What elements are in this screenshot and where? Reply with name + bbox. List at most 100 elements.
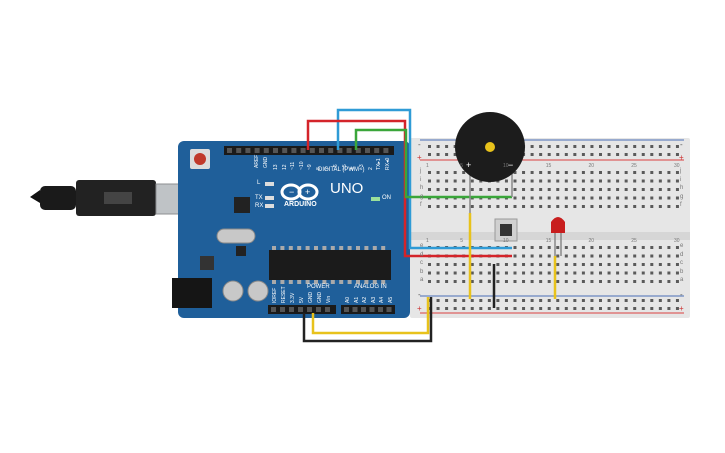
breadboard-hole[interactable] [599,254,602,258]
breadboard-hole[interactable] [607,271,611,275]
breadboard-hole[interactable] [547,196,551,200]
breadboard-hole[interactable] [530,205,534,208]
breadboard-hole[interactable] [616,171,620,174]
breadboard-hole[interactable] [590,263,594,266]
analog-pin[interactable] [386,307,392,312]
breadboard-hole[interactable] [513,263,517,266]
breadboard-hole[interactable] [581,205,585,208]
breadboard-hole[interactable] [556,254,560,258]
breadboard-hole[interactable] [539,246,543,249]
breadboard-hole[interactable] [667,263,671,266]
breadboard-hole[interactable] [658,188,662,191]
breadboard-hole[interactable] [522,254,526,258]
rail-hole[interactable] [470,299,474,302]
breadboard-hole[interactable] [487,271,491,275]
breadboard-hole[interactable] [599,196,602,200]
breadboard-hole[interactable] [675,246,679,249]
rail-hole[interactable] [513,307,517,310]
breadboard-hole[interactable] [675,263,679,266]
wire-black[interactable] [302,297,433,343]
header-pin[interactable] [346,148,352,153]
rail-hole[interactable] [522,307,526,310]
breadboard-hole[interactable] [428,280,431,283]
rail-hole[interactable] [487,299,491,302]
rail-hole[interactable] [624,153,628,156]
breadboard-hole[interactable] [547,179,551,183]
breadboard-hole[interactable] [522,171,526,174]
rail-hole[interactable] [590,145,594,148]
power-pin[interactable] [289,307,294,312]
breadboard-hole[interactable] [573,254,577,258]
breadboard-hole[interactable] [470,188,474,191]
breadboard-hole[interactable] [667,196,671,200]
rail-hole[interactable] [504,307,508,310]
rail-hole[interactable] [633,299,637,302]
rail-hole[interactable] [556,307,560,310]
breadboard-hole[interactable] [590,205,594,208]
breadboard-hole[interactable] [650,263,654,266]
breadboard-hole[interactable] [624,263,628,266]
breadboard-hole[interactable] [616,205,620,208]
breadboard-hole[interactable] [658,205,662,208]
rail-hole[interactable] [590,307,594,310]
breadboard-hole[interactable] [522,263,526,266]
breadboard-hole[interactable] [479,188,483,191]
rail-hole[interactable] [428,145,431,148]
rail-hole[interactable] [513,299,517,302]
rail-hole[interactable] [633,307,637,310]
breadboard-hole[interactable] [624,196,628,200]
rail-hole[interactable] [616,307,620,310]
breadboard-hole[interactable] [573,179,577,183]
rail-hole[interactable] [539,153,543,156]
breadboard-hole[interactable] [667,271,671,275]
power-pin[interactable] [298,307,303,312]
rail-hole[interactable] [436,145,440,148]
breadboard-hole[interactable] [436,263,440,266]
breadboard-hole[interactable] [607,254,611,258]
breadboard-hole[interactable] [436,280,440,283]
header-pin[interactable] [245,148,251,153]
breadboard-hole[interactable] [641,171,645,174]
rail-hole[interactable] [581,145,585,148]
breadboard-hole[interactable] [616,188,620,191]
breadboard-hole[interactable] [428,179,431,183]
breadboard-hole[interactable] [633,246,637,249]
breadboard-hole[interactable] [607,263,611,266]
breadboard-hole[interactable] [658,263,662,266]
breadboard-hole[interactable] [445,179,449,183]
breadboard-hole[interactable] [487,188,491,191]
breadboard-hole[interactable] [513,254,517,258]
breadboard-hole[interactable] [624,254,628,258]
rail-hole[interactable] [581,153,585,156]
breadboard-hole[interactable] [436,205,440,208]
power-pin[interactable] [325,307,330,312]
breadboard-hole[interactable] [599,188,602,191]
breadboard-hole[interactable] [522,205,526,208]
breadboard-hole[interactable] [590,196,594,200]
breadboard-hole[interactable] [616,280,620,283]
breadboard-hole[interactable] [513,188,517,191]
breadboard-hole[interactable] [675,271,679,275]
breadboard-hole[interactable] [436,179,440,183]
rail-hole[interactable] [616,145,620,148]
power-pin[interactable] [307,307,312,312]
breadboard-hole[interactable] [633,196,637,200]
breadboard-hole[interactable] [633,271,637,275]
breadboard-hole[interactable] [522,271,526,275]
rail-hole[interactable] [599,307,602,310]
breadboard-hole[interactable] [487,263,491,266]
breadboard-hole[interactable] [658,246,662,249]
breadboard-hole[interactable] [667,188,671,191]
breadboard-hole[interactable] [624,280,628,283]
rail-hole[interactable] [522,299,526,302]
breadboard-hole[interactable] [428,171,431,174]
breadboard-hole[interactable] [445,188,449,191]
breadboard-hole[interactable] [470,263,474,266]
breadboard-hole[interactable] [522,179,526,183]
breadboard-hole[interactable] [573,188,577,191]
rail-hole[interactable] [607,307,611,310]
rail-hole[interactable] [573,145,577,148]
breadboard-hole[interactable] [564,246,568,249]
breadboard-hole[interactable] [470,271,474,275]
breadboard-hole[interactable] [436,188,440,191]
